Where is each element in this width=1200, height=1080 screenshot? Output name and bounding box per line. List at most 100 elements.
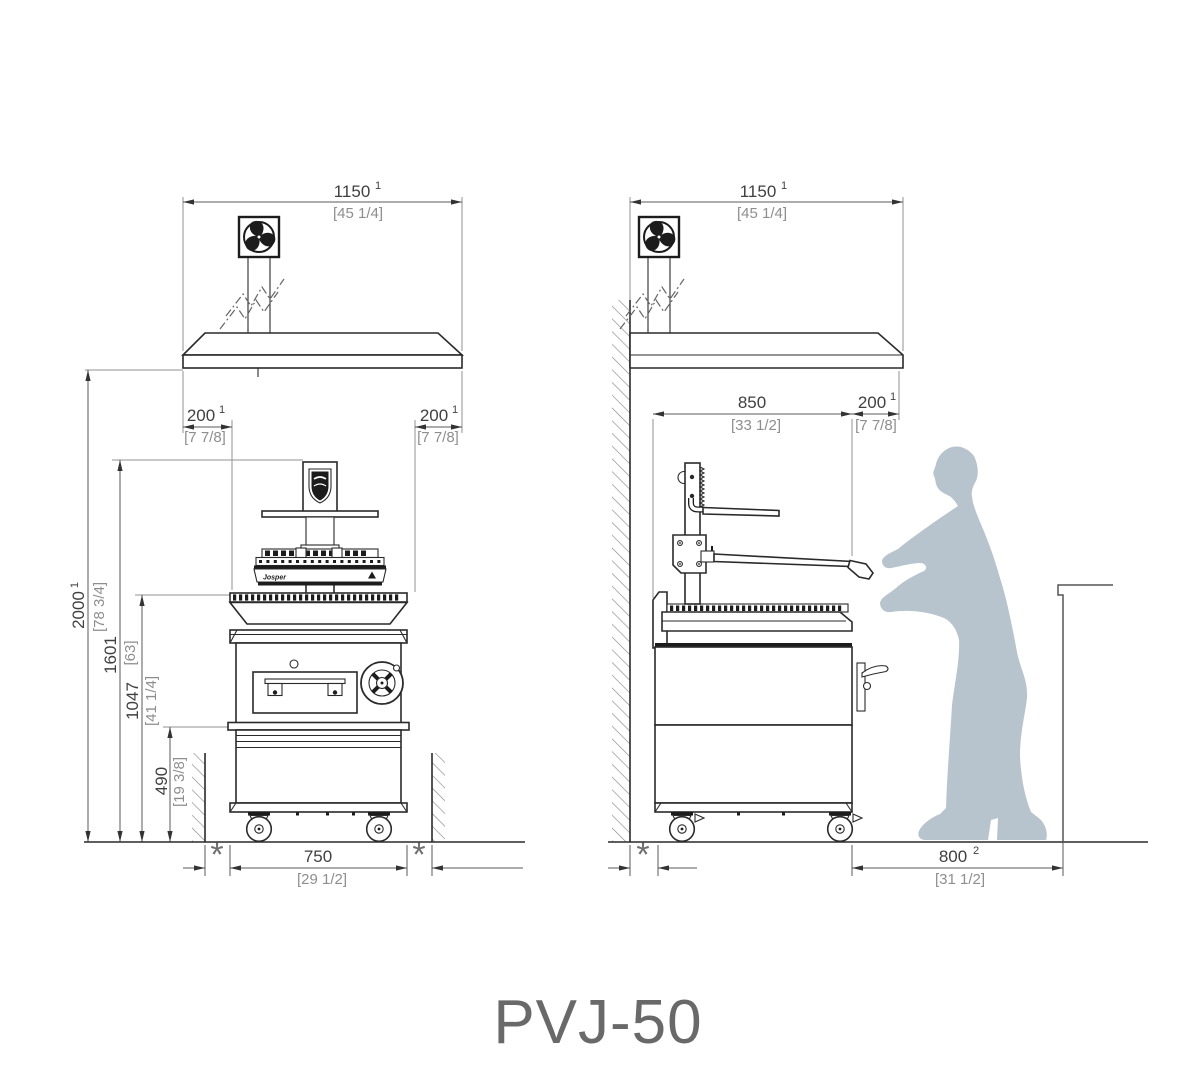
bracket-pin: [272, 690, 278, 695]
side-exhaust-hood: [619, 215, 904, 369]
duct-break-icon: [625, 278, 685, 317]
arm-clamp: [700, 550, 715, 563]
wall-gap-asterisk-back: *: [636, 836, 649, 874]
dimension-arrows: [85, 199, 1063, 871]
base-rim-side: [654, 802, 853, 813]
dim-raised-height-mm: 1601: [101, 636, 120, 674]
dim-front-overhang-in: [7 7/8]: [855, 417, 897, 434]
lift-crossbar: [261, 510, 379, 518]
worktop-comb-teeth: [233, 594, 399, 601]
dim-hood-height-note: 1: [69, 582, 81, 588]
mid-rim: [227, 721, 410, 731]
side-grill-machine: [652, 462, 889, 843]
oven-body-side: [654, 646, 853, 726]
base-bevel: [845, 802, 853, 813]
caster-brake: [694, 813, 706, 823]
screw: [689, 474, 695, 480]
door-handle: [264, 678, 346, 685]
extension-ticks: [204, 843, 1064, 876]
crank-handle: [861, 665, 889, 678]
dim-raised-height-in: [63]: [122, 640, 139, 665]
lever-grip: [847, 559, 874, 580]
hood-canopy: [629, 332, 904, 369]
hood-rim: [182, 354, 463, 369]
lift-post: [305, 516, 335, 549]
shield-ornament: [313, 476, 327, 480]
base-bevel: [654, 802, 662, 813]
dim-hood-height-mm: 2000: [69, 591, 88, 629]
brand-logotype: Josper: [263, 575, 287, 582]
dim-front-overhang-mm: 200: [858, 393, 886, 412]
wall-gap-asterisk-left: *: [210, 836, 223, 874]
grill-band-lower: [258, 582, 382, 586]
dim-lower-height-in: [19 3/8]: [171, 757, 188, 807]
body-top-heavy-line: [655, 643, 852, 647]
mount-plate: [672, 534, 707, 574]
extension-lines: [85, 197, 904, 728]
grill-serration-rail: [261, 548, 379, 559]
grill-rivets: [259, 560, 381, 563]
lever-arm: [713, 553, 853, 568]
grill-name-band: [253, 568, 387, 583]
body-top-rim: [229, 629, 408, 644]
dim-front-overhang-left-note: 1: [219, 404, 225, 416]
warning-triangle-icon: [368, 571, 376, 579]
duct-break-icon: [619, 291, 679, 330]
front-view: Josper: [181, 215, 465, 843]
pilot-knob: [289, 659, 299, 669]
base-rim: [229, 802, 408, 813]
wall-hatch-side: [612, 300, 630, 842]
dim-body-depth-mm: 850: [738, 393, 766, 412]
front-grill-machine: Josper: [227, 461, 410, 843]
base-bevel: [229, 802, 237, 813]
handle-bracket: [267, 682, 283, 697]
caster-brake: [852, 813, 864, 823]
support-pipe-inner: [689, 498, 704, 512]
dimension-labels: 1150 1 [45 1/4] 200 1 [7 7/8] 200 1 [7 7…: [69, 180, 985, 888]
dim-body-depth-in: [33 1/2]: [731, 417, 781, 434]
dim-worktop-height-mm: 1047: [123, 682, 142, 720]
shield-ornament: [313, 483, 327, 487]
dim-side-hood-depth-note: 1: [781, 180, 787, 192]
wall-hatch-front-left: [192, 753, 205, 842]
side-view: [619, 215, 904, 843]
dim-front-hood-width-note: 1: [375, 180, 381, 192]
casters-side: [668, 812, 854, 843]
counter-profile: [1057, 584, 1113, 843]
fan-blades-icon: [245, 220, 276, 251]
worktop-apron: [228, 601, 409, 625]
dim-front-hood-width-mm: 1150: [334, 182, 371, 201]
screw: [689, 493, 695, 499]
duct-break-icon: [225, 278, 285, 317]
model-title: PVJ-50: [493, 988, 702, 1057]
dim-front-overhang-right-mm: 200: [420, 406, 448, 425]
base-bevel: [400, 802, 408, 813]
damper-wheel-axle: [380, 681, 384, 685]
grill-band: [254, 565, 386, 569]
dim-side-hood-depth-in: [45 1/4]: [737, 205, 787, 222]
wall-sections: [192, 300, 631, 842]
dim-worktop-height-in: [41 1/4]: [143, 676, 160, 726]
front-exhaust-hood: [181, 215, 465, 377]
wall-hatch-front-right: [432, 753, 445, 842]
lower-cabinet: [235, 729, 402, 804]
casters: [245, 812, 393, 843]
height-ratchet: [698, 466, 706, 508]
grill-support-bar: [702, 506, 780, 517]
worktop-comb-teeth: [670, 605, 842, 611]
hood-canopy: [181, 332, 465, 356]
lower-cabinet-side: [654, 724, 853, 804]
fan-blades-icon: [645, 220, 676, 251]
base-ticks: [296, 812, 355, 816]
bracket-pin: [332, 690, 338, 695]
wheel-knob: [392, 664, 401, 672]
dim-front-hood-width-in: [45 1/4]: [333, 205, 383, 222]
dim-body-width-mm: 750: [304, 847, 332, 866]
mount-plate-screws: [677, 540, 702, 567]
dim-hood-height-in: [78 3/4]: [91, 582, 108, 632]
base-ticks: [737, 812, 785, 816]
handle-bracket: [327, 682, 343, 697]
chef-silhouette: [880, 446, 1047, 840]
dim-body-width-in: [29 1/2]: [297, 871, 347, 888]
